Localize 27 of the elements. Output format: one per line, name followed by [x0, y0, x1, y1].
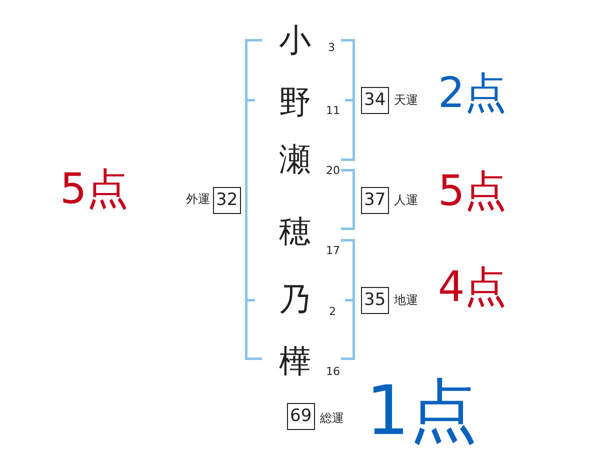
stroke-count: 11 [326, 105, 340, 116]
number-box: 32 [213, 187, 241, 214]
number-box: 37 [361, 187, 389, 214]
stroke-count: 20 [326, 165, 340, 176]
number-box: 69 [287, 403, 315, 430]
stroke-count: 17 [326, 245, 340, 256]
fortune-label: 地運 [394, 294, 418, 306]
kanji-character: 樺 [279, 345, 311, 377]
fortune-label: 外運 [185, 193, 210, 205]
kanji-character: 瀬 [279, 143, 311, 175]
score-text: 5点 [60, 168, 129, 210]
kanji-character: 野 [279, 86, 311, 118]
kanji-character: 小 [279, 24, 311, 56]
fortune-label: 人運 [394, 194, 418, 206]
fortune-label: 天運 [394, 94, 418, 106]
score-text: 4点 [438, 266, 507, 308]
score-text: 5点 [438, 170, 507, 212]
number-box: 34 [361, 87, 389, 114]
fortune-label: 総運 [320, 412, 344, 424]
number-box: 35 [361, 287, 389, 314]
score-text: 2点 [438, 72, 507, 114]
stroke-count: 2 [329, 306, 336, 317]
stroke-count: 16 [326, 366, 340, 377]
kanji-character: 穂 [279, 215, 311, 247]
kanji-character: 乃 [279, 283, 311, 315]
score-text: 1点 [366, 378, 478, 446]
stroke-count: 3 [328, 42, 335, 53]
